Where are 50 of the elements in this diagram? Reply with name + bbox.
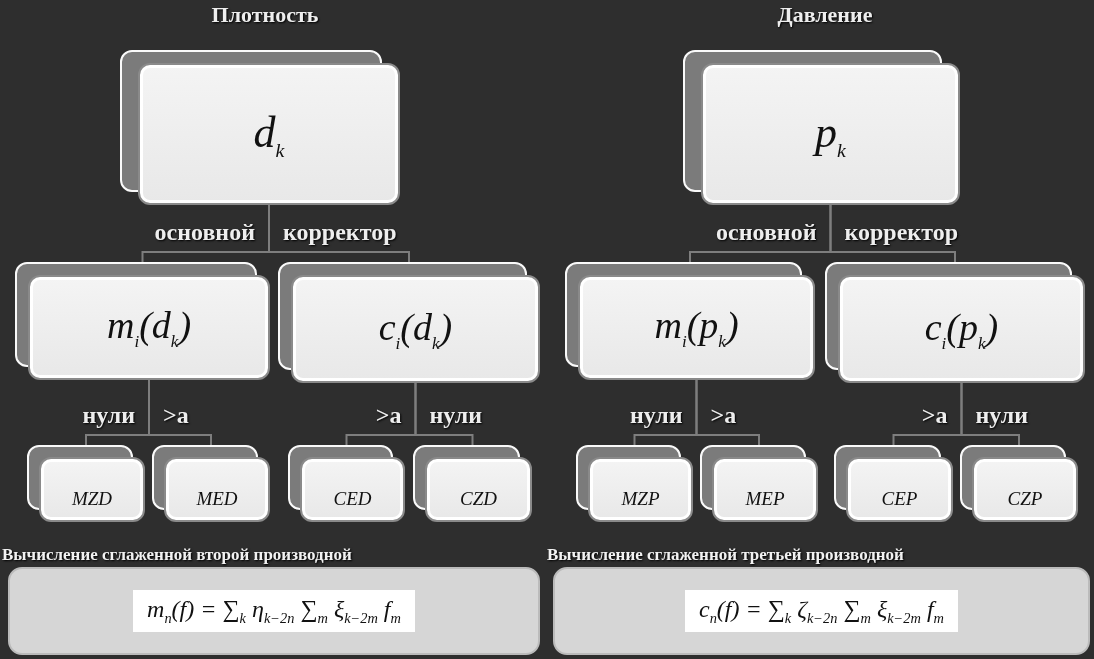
node-label: MED — [196, 488, 238, 510]
edge-label: нули — [629, 401, 683, 429]
node-label: m$_{i}$(p$_{k}$) — [654, 303, 739, 352]
edge-label: нули — [975, 401, 1029, 429]
node-label: c$_{i}$(p$_{k}$) — [924, 304, 999, 354]
connector-line — [414, 382, 474, 446]
connector-line — [960, 382, 1020, 446]
formula: m$_{n}$(f) = ∑$_{k}$ η$_{k−2n}$ ∑$_{m}$ ξ$_{k−2m}$ f$_{m}$ — [133, 589, 415, 633]
node-label: MEP — [745, 488, 785, 510]
connector-line — [695, 379, 760, 446]
card-stack — [700, 445, 818, 522]
card-stack — [825, 262, 1085, 383]
formula: c$_{n}$(f) = ∑$_{k}$ ζ$_{k−2n}$ ∑$_{m}$ ξ$_{k−2m}$ f$_{m}$ — [685, 589, 958, 633]
node-label: MZD — [71, 488, 113, 510]
edge-label: >a — [375, 401, 402, 429]
formula-heading: Вычисление сглаженной третьей производной — [547, 545, 904, 565]
edge-label: основной — [154, 218, 255, 246]
node-label: CZD — [460, 488, 497, 510]
edge-label: >a — [163, 401, 189, 429]
edge-label: корректор — [283, 218, 397, 246]
card-stack — [120, 50, 400, 205]
node-label: d$_{k}$ — [253, 106, 285, 162]
node-label: c$_{i}$(d$_{k}$) — [378, 304, 453, 354]
edge-label: нули — [82, 401, 135, 429]
node-label: MZP — [621, 488, 660, 510]
connector-line — [829, 204, 956, 263]
card-stack — [288, 445, 405, 522]
card-stack — [576, 445, 693, 522]
edge-label: >a — [921, 401, 948, 429]
card-stack — [15, 262, 270, 380]
card-stack — [565, 262, 815, 380]
column-title: Плотность — [211, 2, 319, 28]
card-stack — [834, 445, 953, 522]
card-stack — [152, 445, 270, 522]
card-stack — [413, 445, 532, 522]
card-stack — [27, 445, 145, 522]
edge-label: корректор — [844, 218, 958, 246]
edge-label: основной — [716, 218, 817, 246]
node-label: CED — [333, 488, 372, 510]
card-stack — [278, 262, 540, 383]
edge-label: >a — [710, 401, 737, 429]
column-title: Давление — [777, 2, 873, 28]
card-stack — [683, 50, 960, 205]
connector-line — [148, 379, 212, 446]
node-label: m$_{i}$(d$_{k}$) — [106, 303, 192, 352]
formula-heading: Вычисление сглаженной второй производной — [2, 545, 352, 565]
node-label: CEP — [881, 488, 918, 510]
card-stack — [960, 445, 1078, 522]
edge-label: нули — [429, 401, 483, 429]
node-label: CZP — [1007, 488, 1043, 510]
